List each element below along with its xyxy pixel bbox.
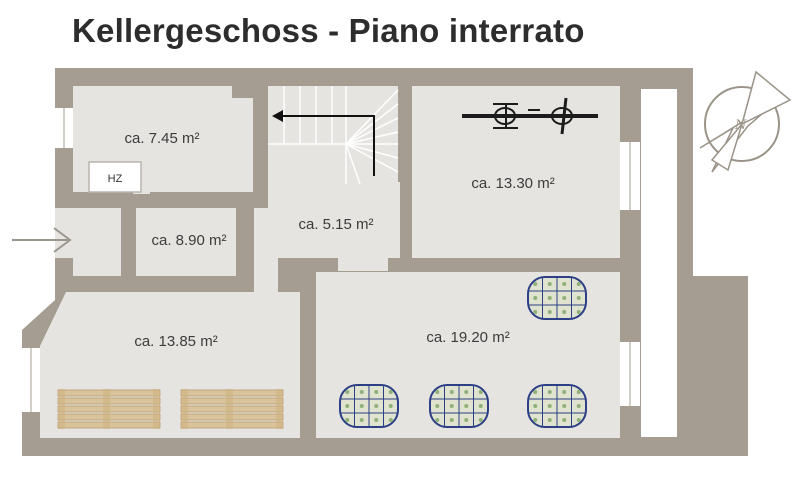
room-corridor-area: ca. 5.15 m² <box>298 216 373 233</box>
bicycle-icon <box>462 97 598 135</box>
entrance-arrow-icon <box>12 227 72 253</box>
window-left-bottom <box>22 348 40 412</box>
wall-stair-right <box>398 86 412 182</box>
window-right-top <box>620 142 640 210</box>
room-storage-small-area: ca. 8.90 m² <box>151 232 226 249</box>
room-bottom-right-area: ca. 19.20 m² <box>426 329 509 346</box>
stairs-arrow-icon <box>272 110 375 176</box>
table-chairs-icon <box>339 384 399 428</box>
window-left-top <box>55 108 73 148</box>
entrance-opening <box>55 208 73 258</box>
compass-label: N <box>734 118 747 133</box>
floor-stairwell <box>268 86 398 184</box>
window-right-bottom <box>620 342 640 406</box>
wall-stair-pier <box>236 192 266 208</box>
wall-left-pillar <box>55 172 73 208</box>
wall-room1-bottom-right <box>150 192 236 208</box>
plan-title: Kellergeschoss - Piano interrato <box>72 12 585 49</box>
wall-right-rooms-divider <box>388 258 620 272</box>
heater-label: HZ <box>108 173 123 185</box>
wall-bottom-left-right <box>300 258 316 438</box>
table-chairs-icon <box>429 384 489 428</box>
table-chairs-icon <box>527 276 587 320</box>
room-bottom-left-area: ca. 13.85 m² <box>134 333 217 350</box>
wall-storage-bottom <box>73 276 253 292</box>
floor-room-storage-small <box>136 208 236 276</box>
wall-room1-bottom-left <box>73 192 133 208</box>
floor-room-top-right <box>412 86 620 260</box>
wall-corridor-stub <box>300 258 338 272</box>
pallet-icon <box>57 389 161 429</box>
floor-entry-hall <box>73 208 121 276</box>
wall-left-lower <box>55 258 73 292</box>
wall-storage-left <box>121 208 136 276</box>
pallets-layer <box>57 389 284 429</box>
floor-corridor-b <box>254 194 278 294</box>
heater-icon: HZ <box>88 161 142 193</box>
floor-passage <box>330 255 390 271</box>
compass-icon: N <box>699 70 792 173</box>
table-chairs-icon <box>527 384 587 428</box>
light-shaft <box>640 88 678 438</box>
room-top-left-area: ca. 7.45 m² <box>124 130 199 147</box>
room-top-right-area: ca. 13.30 m² <box>471 175 554 192</box>
tables-layer <box>339 276 587 428</box>
wall-stair-left <box>254 86 268 208</box>
wall-storage-right <box>236 258 254 292</box>
pallet-icon <box>180 389 284 429</box>
